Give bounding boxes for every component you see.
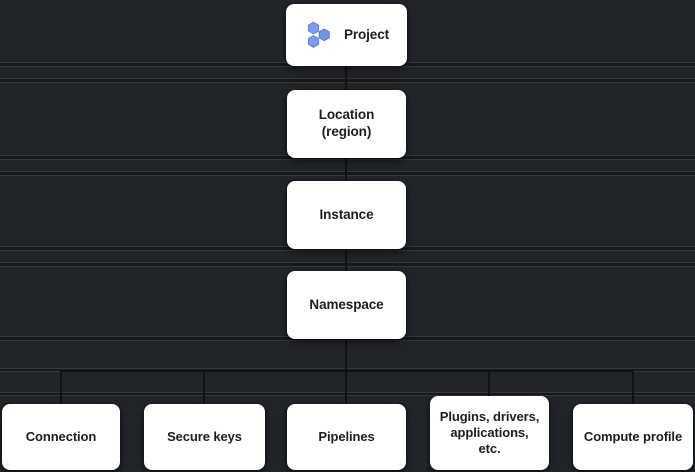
- node-namespace-label: Namespace: [309, 296, 384, 312]
- node-location-label: Location (region): [318, 107, 375, 139]
- node-compute-profile-label: Compute profile: [583, 428, 683, 444]
- node-project[interactable]: Project: [286, 4, 407, 66]
- node-plugins-label: Plugins, drivers, applications, etc.: [439, 408, 540, 457]
- node-instance-label: Instance: [319, 206, 374, 222]
- node-namespace[interactable]: Namespace: [287, 271, 406, 339]
- node-secure-keys-label: Secure keys: [167, 428, 242, 444]
- node-compute-profile[interactable]: Compute profile: [573, 404, 693, 470]
- node-secure-keys[interactable]: Secure keys: [144, 404, 265, 470]
- node-location[interactable]: Location (region): [287, 90, 406, 158]
- node-project-label: Project: [343, 26, 390, 42]
- node-plugins[interactable]: Plugins, drivers, applications, etc.: [430, 396, 549, 470]
- node-pipelines[interactable]: Pipelines: [287, 404, 406, 470]
- node-connection-label: Connection: [25, 428, 97, 444]
- node-pipelines-label: Pipelines: [318, 428, 375, 444]
- hexagon-cluster-icon: [304, 20, 334, 50]
- node-connection[interactable]: Connection: [2, 404, 120, 470]
- node-instance[interactable]: Instance: [287, 181, 406, 249]
